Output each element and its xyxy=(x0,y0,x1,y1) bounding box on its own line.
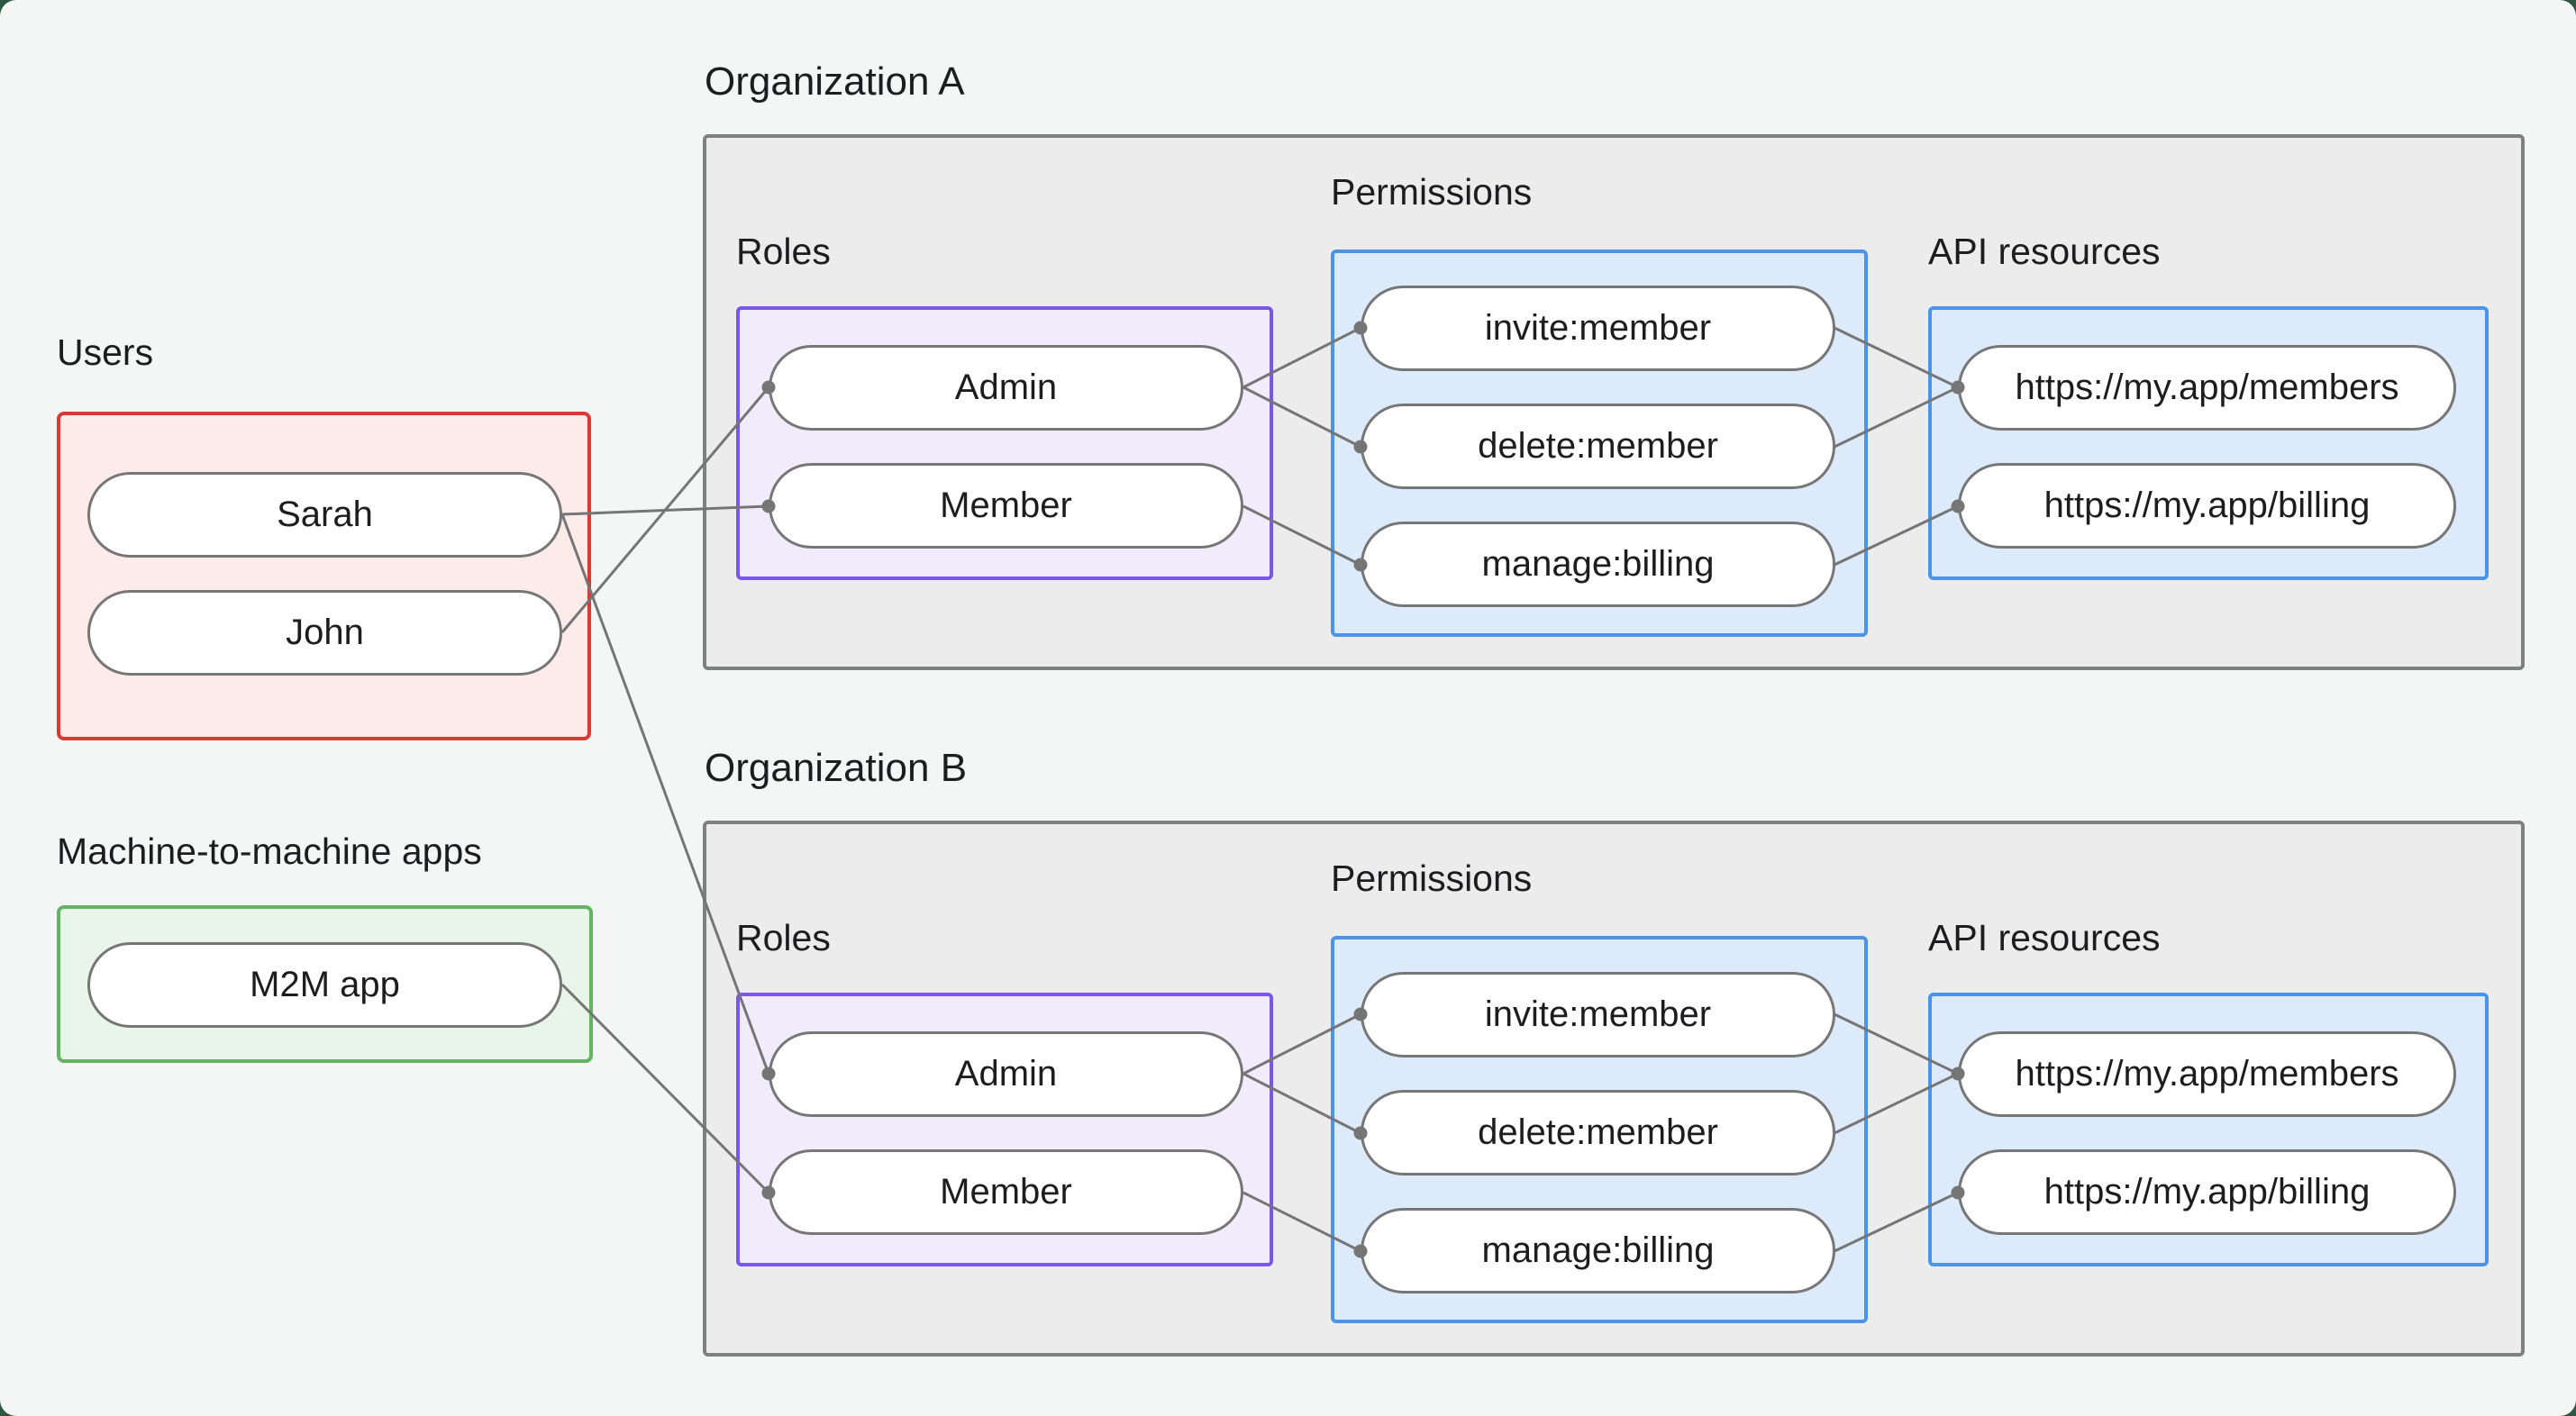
org-a-api-pill-members: https://my.app/members xyxy=(1958,345,2456,431)
org-a-title: Organization A xyxy=(705,59,965,104)
org-a-permission-pill-delete-member: delete:member xyxy=(1361,404,1835,489)
org-a-role-pill-admin: Admin xyxy=(769,345,1243,431)
org-a-roles-label: Roles xyxy=(736,231,831,272)
m2m-section-label: Machine-to-machine apps xyxy=(57,831,482,872)
m2m-app-pill: M2M app xyxy=(87,942,562,1028)
org-a-permission-pill-manage-billing: manage:billing xyxy=(1361,522,1835,607)
org-b-permissions-label: Permissions xyxy=(1331,858,1533,899)
org-b-role-pill-admin: Admin xyxy=(769,1031,1243,1117)
org-a-permissions-label: Permissions xyxy=(1331,171,1533,213)
users-section-label: Users xyxy=(57,331,154,373)
org-a-role-pill-member: Member xyxy=(769,463,1243,549)
org-b-title: Organization B xyxy=(705,746,968,790)
org-b-role-pill-member: Member xyxy=(769,1149,1243,1235)
users-group-box xyxy=(57,412,591,740)
org-b-roles-label: Roles xyxy=(736,917,831,958)
org-b-permission-pill-manage-billing: manage:billing xyxy=(1361,1208,1835,1293)
org-b-api-pill-members: https://my.app/members xyxy=(1958,1031,2456,1117)
user-pill-john: John xyxy=(87,590,562,676)
org-b-api-pill-billing: https://my.app/billing xyxy=(1958,1149,2456,1235)
org-a-permission-pill-invite-member: invite:member xyxy=(1361,286,1835,371)
org-b-api-resources-label: API resources xyxy=(1928,917,2161,958)
org-a-api-resources-label: API resources xyxy=(1928,231,2161,272)
org-b-permission-pill-delete-member: delete:member xyxy=(1361,1090,1835,1175)
user-pill-sarah: Sarah xyxy=(87,472,562,558)
org-b-permission-pill-invite-member: invite:member xyxy=(1361,972,1835,1057)
org-a-api-pill-billing: https://my.app/billing xyxy=(1958,463,2456,549)
